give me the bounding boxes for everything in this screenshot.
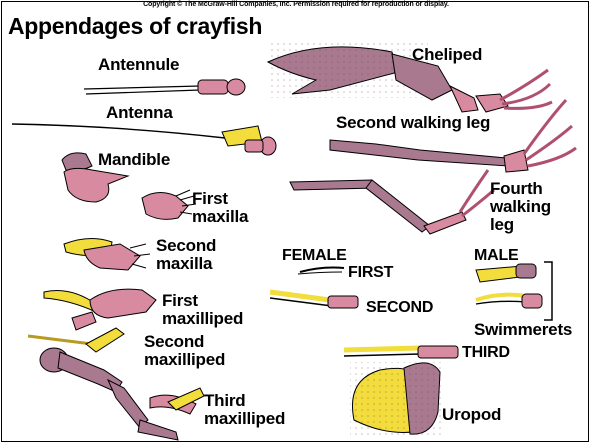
label-swimmerets: Swimmerets	[474, 321, 572, 339]
first-maxilliped-drawing	[44, 289, 156, 330]
label-first-maxilliped: First maxilliped	[162, 292, 243, 328]
third-maxilliped-drawing	[108, 380, 204, 440]
fourth-walking-leg-drawing	[290, 170, 494, 234]
label-first-maxilla: First maxilla	[192, 190, 248, 226]
label-second-walking-leg: Second walking leg	[336, 114, 490, 132]
second-walking-leg-drawing	[330, 100, 576, 172]
label-third-maxilliped: Third maxilliped	[204, 392, 285, 428]
label-female-first: FIRST	[348, 264, 393, 282]
label-fourth-walking-leg: Fourth walking leg	[490, 180, 551, 234]
label-female: FEMALE	[282, 247, 347, 265]
label-antennule: Antennule	[98, 56, 179, 74]
label-female-second: SECOND	[366, 299, 433, 317]
female-second-swimmeret-drawing	[270, 292, 358, 308]
male-swimmerets-drawing	[476, 262, 552, 320]
label-second-maxilliped: Second maxilliped	[144, 333, 225, 369]
label-second-maxilla: Second maxilla	[156, 237, 216, 273]
label-mandible: Mandible	[98, 151, 170, 169]
cheliped-drawing	[268, 40, 552, 112]
label-antenna: Antenna	[106, 104, 173, 122]
antennule-drawing	[84, 79, 245, 95]
label-female-third: THIRD	[462, 344, 510, 362]
female-third-swimmeret-drawing	[344, 346, 458, 358]
label-male: MALE	[474, 247, 519, 265]
uropod-drawing	[350, 362, 442, 438]
female-first-swimmeret-drawing	[298, 268, 344, 275]
label-cheliped: Cheliped	[412, 46, 482, 64]
second-maxilla-drawing	[64, 238, 150, 270]
label-uropod: Uropod	[442, 406, 501, 424]
first-maxilla-drawing	[142, 190, 196, 219]
